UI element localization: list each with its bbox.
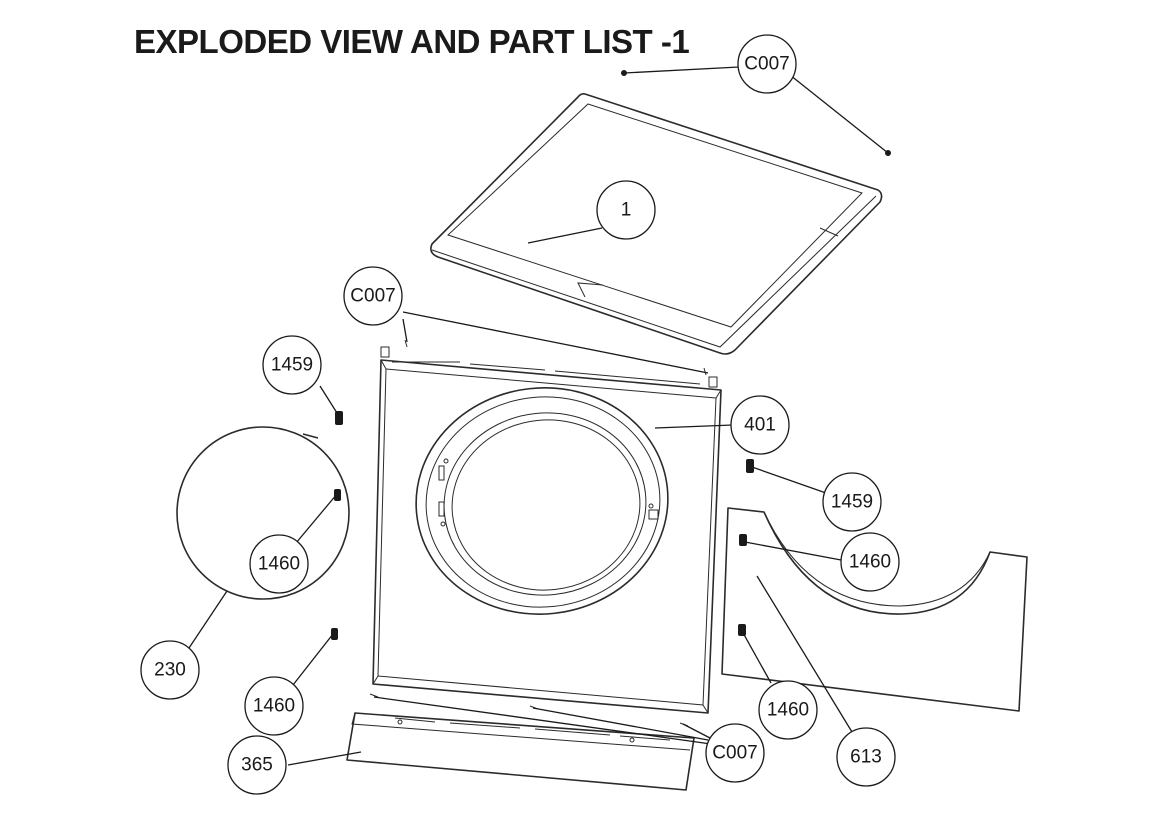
callout-label: 1459: [831, 492, 873, 513]
callout-label: 1459: [271, 355, 313, 376]
callout-label: 401: [744, 415, 776, 436]
hardware-parts: [331, 70, 891, 727]
callout-613: 613: [836, 727, 896, 787]
top-panel-part: [430, 93, 883, 355]
callout-c007-bottom: C007: [705, 723, 765, 783]
callout-label: 365: [241, 755, 273, 776]
callout-label: C007: [350, 286, 395, 307]
callout-401: 401: [730, 395, 790, 455]
callout-label: 1460: [849, 552, 891, 573]
page-title: EXPLODED VIEW AND PART LIST -1: [134, 23, 690, 60]
callout-label: C007: [744, 54, 789, 75]
callout-label: 230: [154, 660, 186, 681]
gasket-clip: [302, 433, 319, 439]
bottom-trim-part: [346, 712, 695, 791]
callout-1459-left: 1459: [262, 335, 322, 395]
front-panel-part: [372, 346, 722, 714]
callout-c007-top: C007: [737, 34, 797, 94]
callout-365: 365: [227, 735, 287, 795]
callout-1460-circle: 1460: [249, 534, 309, 594]
callout-230: 230: [140, 640, 200, 700]
callout-1459-right: 1459: [822, 472, 882, 532]
gasket-ring-part: [176, 426, 350, 600]
callout-c007-mid: C007: [343, 266, 403, 326]
callout-1460-right-upper: 1460: [840, 532, 900, 592]
callout-1460-left-lower: 1460: [244, 676, 304, 736]
callout-1460-right-lower: 1460: [758, 680, 818, 740]
callout-1: 1: [596, 180, 656, 240]
leader-lines: [188, 66, 889, 766]
callout-label: 613: [850, 747, 882, 768]
callout-label: 1460: [767, 700, 809, 721]
callout-label: 1460: [253, 696, 295, 717]
callout-label: 1460: [258, 554, 300, 575]
callout-label: 1: [621, 200, 632, 221]
callout-label: C007: [712, 743, 757, 764]
side-panel-part: [721, 507, 1028, 712]
